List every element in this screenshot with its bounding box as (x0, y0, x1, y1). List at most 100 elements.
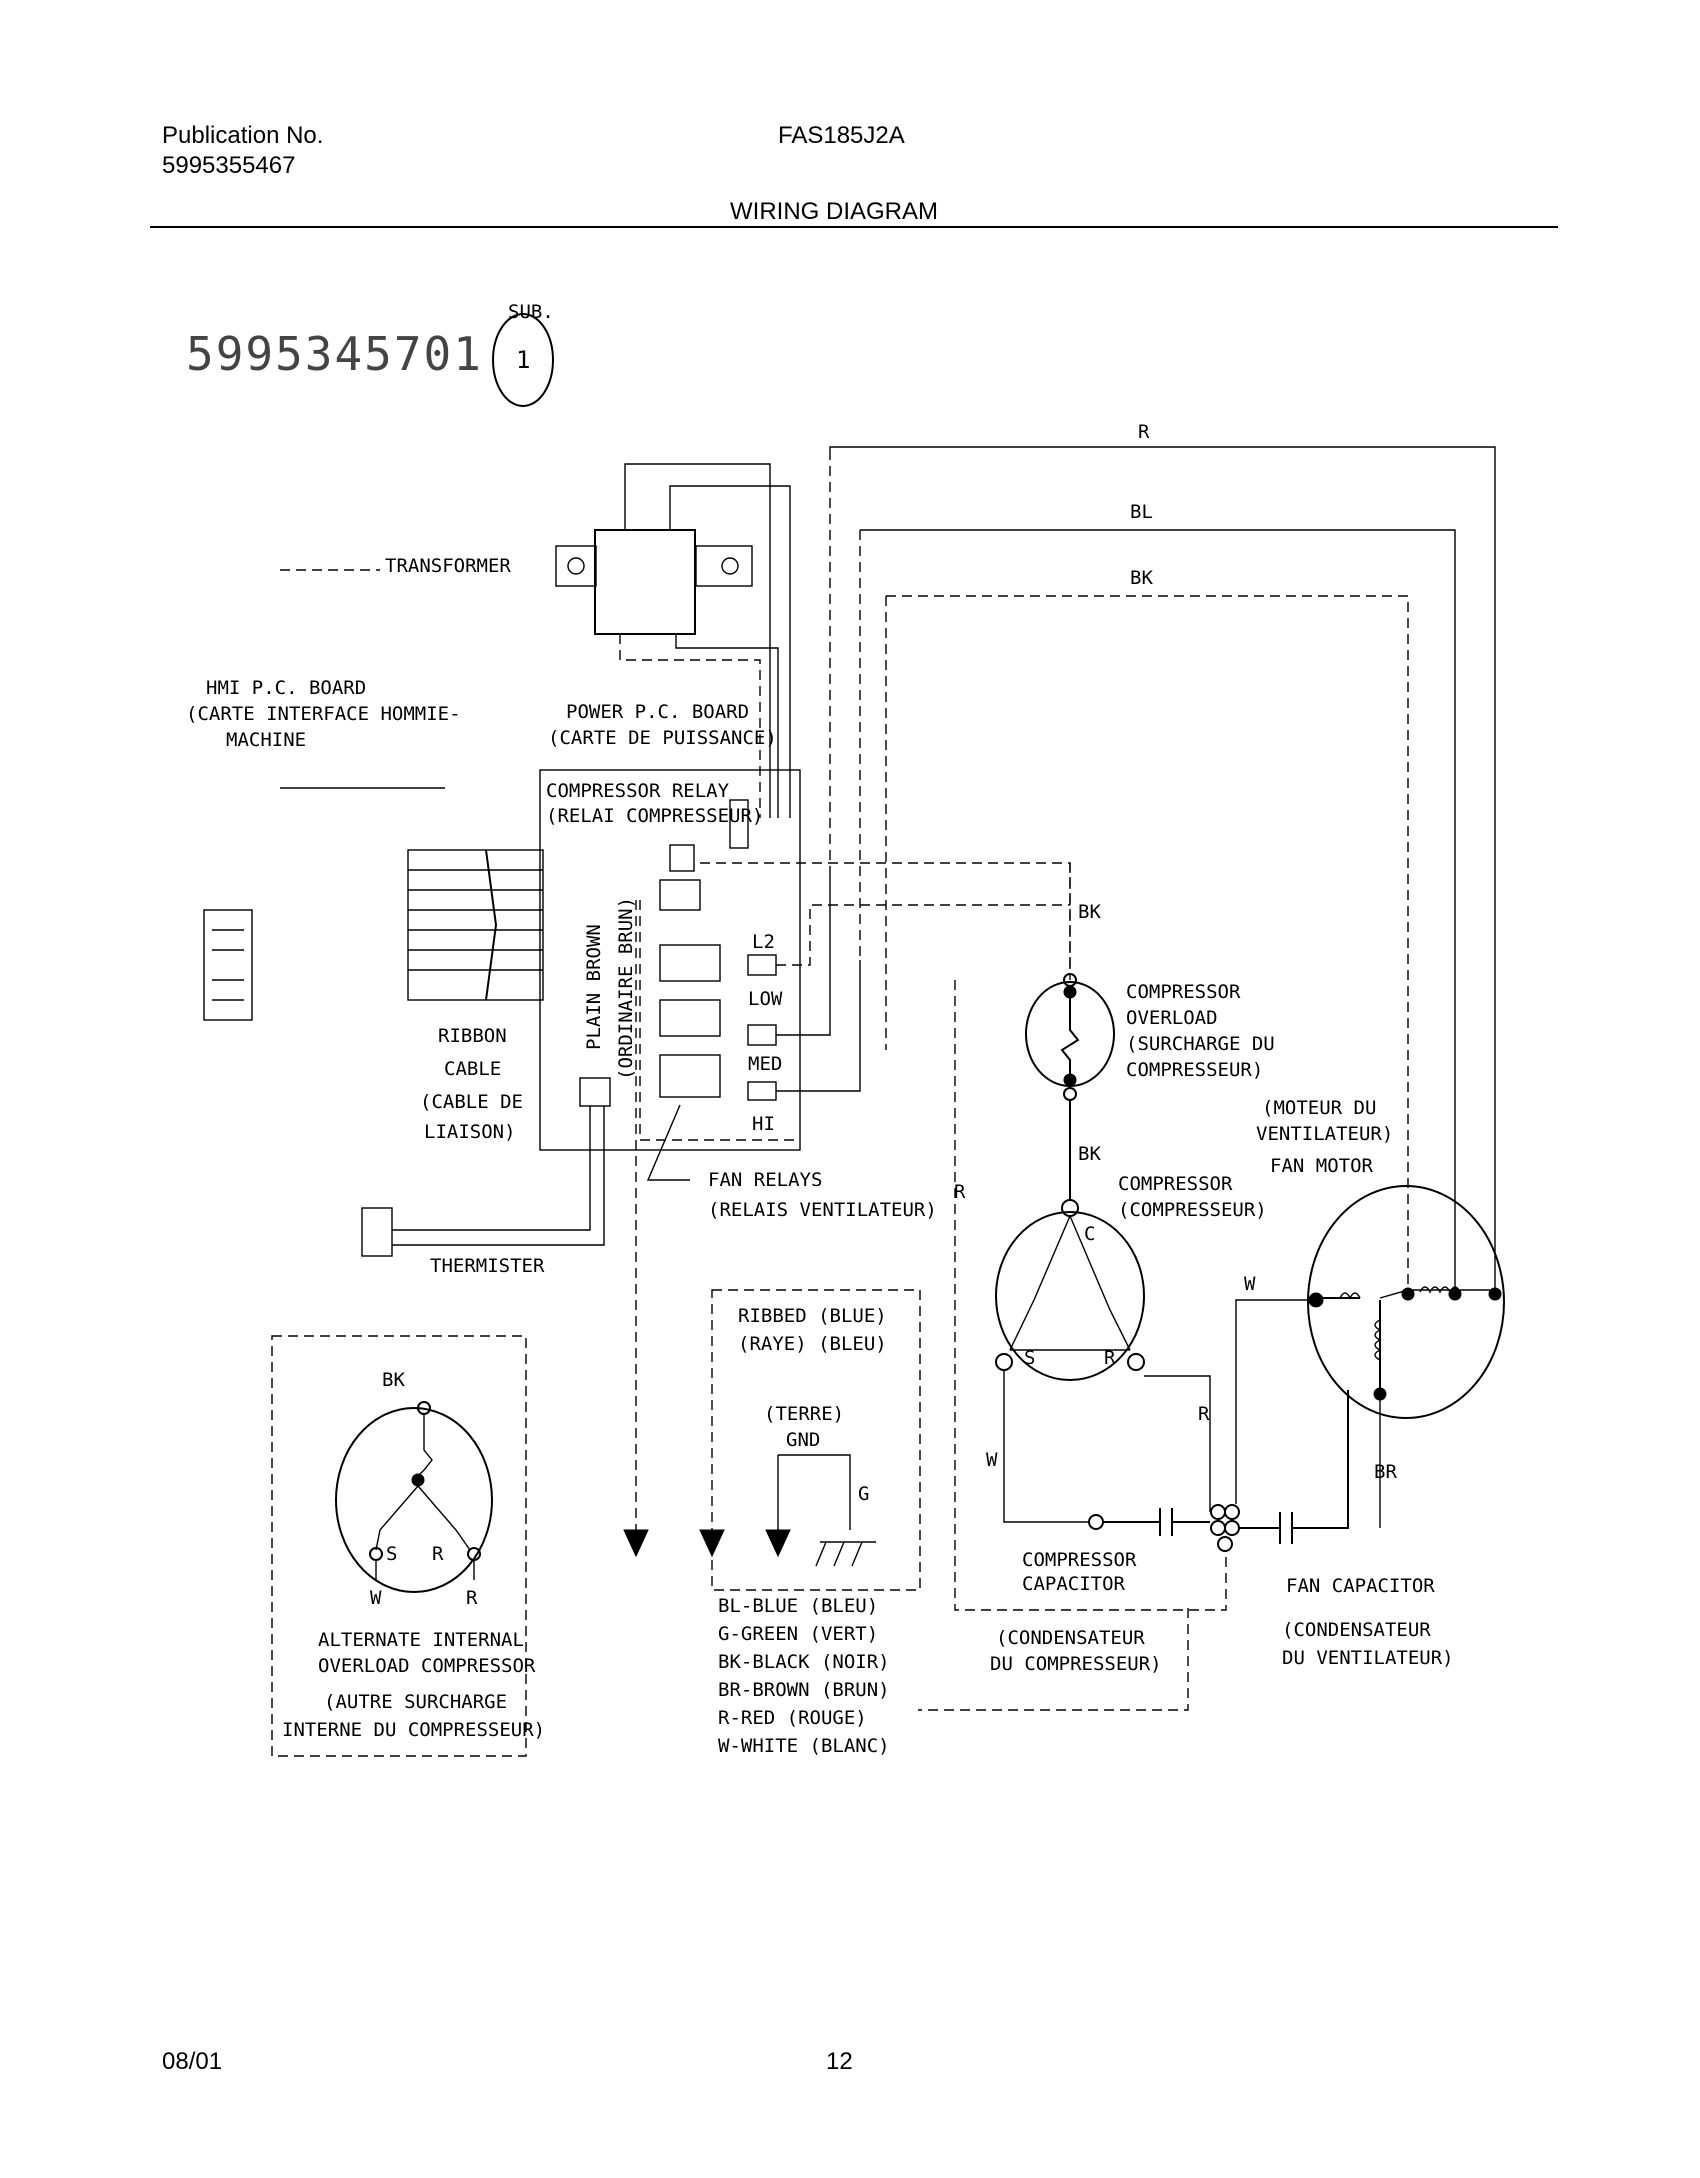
hmi-board-label-fr2: MACHINE (226, 729, 306, 751)
wire-label-red: R (1138, 421, 1150, 443)
sub-number: 1 (516, 346, 530, 374)
publication-label: Publication No. (162, 122, 324, 149)
ribbon-label-2: CABLE (444, 1058, 501, 1080)
alt-compressor (335, 1407, 493, 1593)
legend-green: G-GREEN (VERT) (718, 1623, 878, 1645)
ground-tag: G (858, 1483, 869, 1505)
compressor (995, 1211, 1145, 1381)
alt-overload-label-fr2: INTERNE DU COMPRESSEUR) (282, 1719, 545, 1741)
fan-motor-windings (1308, 1286, 1502, 1401)
comp-cap-label-2: CAPACITOR (1022, 1573, 1126, 1595)
top-wires (829, 446, 1496, 1288)
ground-label-gnd: GND (786, 1429, 820, 1451)
legend-black: BK-BLACK (NOIR) (718, 1651, 890, 1673)
ribbon-label: RIBBON (438, 1025, 507, 1047)
ground-label-1: RIBBED (BLUE) (738, 1305, 887, 1327)
terminal-r: R (1104, 1347, 1116, 1369)
relay-block-l1 (659, 879, 701, 911)
alt-overload-label-2: OVERLOAD COMPRESSOR (318, 1655, 536, 1677)
bk-overload-label: BK (1078, 901, 1101, 923)
comp-cap-label-fr: (CONDENSATEUR (996, 1627, 1145, 1649)
overload-label-2: OVERLOAD (1126, 1007, 1218, 1029)
bk-compressor-label: BK (1078, 1143, 1101, 1165)
r-vertical-label: R (954, 1181, 966, 1203)
thermister-probe (361, 1207, 393, 1257)
model-number: FAS185J2A (778, 122, 905, 149)
fan-relays-label-fr: (RELAIS VENTILATEUR) (708, 1199, 937, 1221)
ribbon-cable-shape (407, 849, 544, 1001)
alt-terminal-w: W (370, 1587, 382, 1609)
transformer (555, 463, 791, 818)
tap-low: LOW (748, 988, 783, 1010)
fan-motor-label: FAN MOTOR (1270, 1155, 1374, 1177)
alt-terminal-bk: BK (382, 1369, 405, 1391)
legend-red: R-RED (ROUGE) (718, 1707, 867, 1729)
terminal-c: C (1084, 1223, 1095, 1245)
tap-terminals (700, 862, 1071, 1101)
wire-label-black: BK (1130, 567, 1153, 589)
alternate-overload-box (271, 1335, 527, 1757)
ribbon-label-fr: (CABLE DE (420, 1091, 523, 1113)
legend-blue: BL-BLUE (BLEU) (718, 1595, 878, 1617)
relay-contact (669, 844, 695, 872)
br-motor-label: BR (1374, 1461, 1397, 1483)
transformer-label: TRANSFORMER (385, 555, 511, 577)
header-rule (150, 226, 1558, 228)
comp-cap-label: COMPRESSOR (1022, 1549, 1137, 1571)
power-board (539, 769, 801, 1151)
hmi-board-shape (203, 909, 253, 1021)
sub-label: SUB. (508, 301, 554, 323)
overload-label-fr: (SURCHARGE DU (1126, 1033, 1275, 1055)
fan-relay-med (659, 999, 721, 1037)
ribbon-label-fr2: LIAISON) (424, 1121, 516, 1143)
fan-cap-label-fr: (CONDENSATEUR (1282, 1619, 1431, 1641)
footer-date: 08/01 (162, 2048, 223, 2075)
tap-l2: L2 (752, 931, 775, 953)
compressor-relay-terminal (729, 799, 749, 849)
ground-label-2: (RAYE) (BLEU) (738, 1333, 887, 1355)
tap-med: MED (748, 1053, 782, 1075)
fan-motor (1307, 1185, 1505, 1419)
legend-brown: BR-BROWN (BRUN) (718, 1679, 890, 1701)
capacitor-terminal-cluster (1210, 1504, 1240, 1552)
compressor-label: COMPRESSOR (1118, 1173, 1233, 1195)
part-number: 5995345701 (186, 327, 483, 381)
fan-motor-label-fr2: VENTILATEUR) (1256, 1123, 1393, 1145)
plain-brown-label: PLAIN BROWN (583, 924, 605, 1050)
overload-label: COMPRESSOR (1126, 981, 1241, 1003)
hmi-board-label-fr: (CARTE INTERFACE HOMMIE- (186, 703, 461, 725)
alt-terminal-red: R (466, 1587, 478, 1609)
comp-cap-label-fr2: DU COMPRESSEUR) (990, 1653, 1162, 1675)
fan-capacitor (1239, 1390, 1349, 1544)
compressor-capacitor (1103, 1508, 1210, 1536)
fan-cap-label: FAN CAPACITOR (1286, 1575, 1435, 1597)
thermister-connector (579, 1077, 611, 1107)
alt-terminal-r: R (432, 1543, 444, 1565)
section-title: WIRING DIAGRAM (730, 198, 938, 225)
fan-cap-label-fr2: DU VENTILATEUR) (1282, 1647, 1454, 1669)
fan-relay-low (659, 944, 721, 982)
ground-label-terre: (TERRE) (764, 1403, 844, 1425)
power-board-label: POWER P.C. BOARD (566, 701, 749, 723)
alt-terminal-s: S (386, 1543, 397, 1565)
fan-motor-label-fr: (MOTEUR DU (1262, 1097, 1376, 1119)
thermister-label: THERMISTER (430, 1255, 545, 1277)
w-motor-label: W (1244, 1273, 1256, 1295)
ground-box (711, 1289, 921, 1591)
publication-number: 5995355467 (162, 152, 296, 179)
ground-symbol (815, 1541, 876, 1567)
overload-label-fr2: COMPRESSEUR) (1126, 1059, 1263, 1081)
power-board-label-fr: (CARTE DE PUISSANCE) (548, 727, 777, 749)
fan-relays-label: FAN RELAYS (708, 1169, 822, 1191)
compressor-relay-label: COMPRESSOR RELAY (546, 780, 730, 802)
w-left-label: W (986, 1449, 998, 1471)
compressor-label-fr: (COMPRESSEUR) (1118, 1199, 1267, 1221)
terminal-s: S (1024, 1347, 1035, 1369)
plain-brown-label-fr: (ORDINAIRE BRUN) (615, 897, 637, 1080)
sub-bubble (492, 313, 554, 407)
compressor-relay-label-fr: (RELAI COMPRESSEUR) (546, 805, 763, 827)
legend-white: W-WHITE (BLANC) (718, 1735, 890, 1757)
fan-relay-hi (659, 1054, 721, 1098)
tap-hi: HI (752, 1113, 775, 1135)
